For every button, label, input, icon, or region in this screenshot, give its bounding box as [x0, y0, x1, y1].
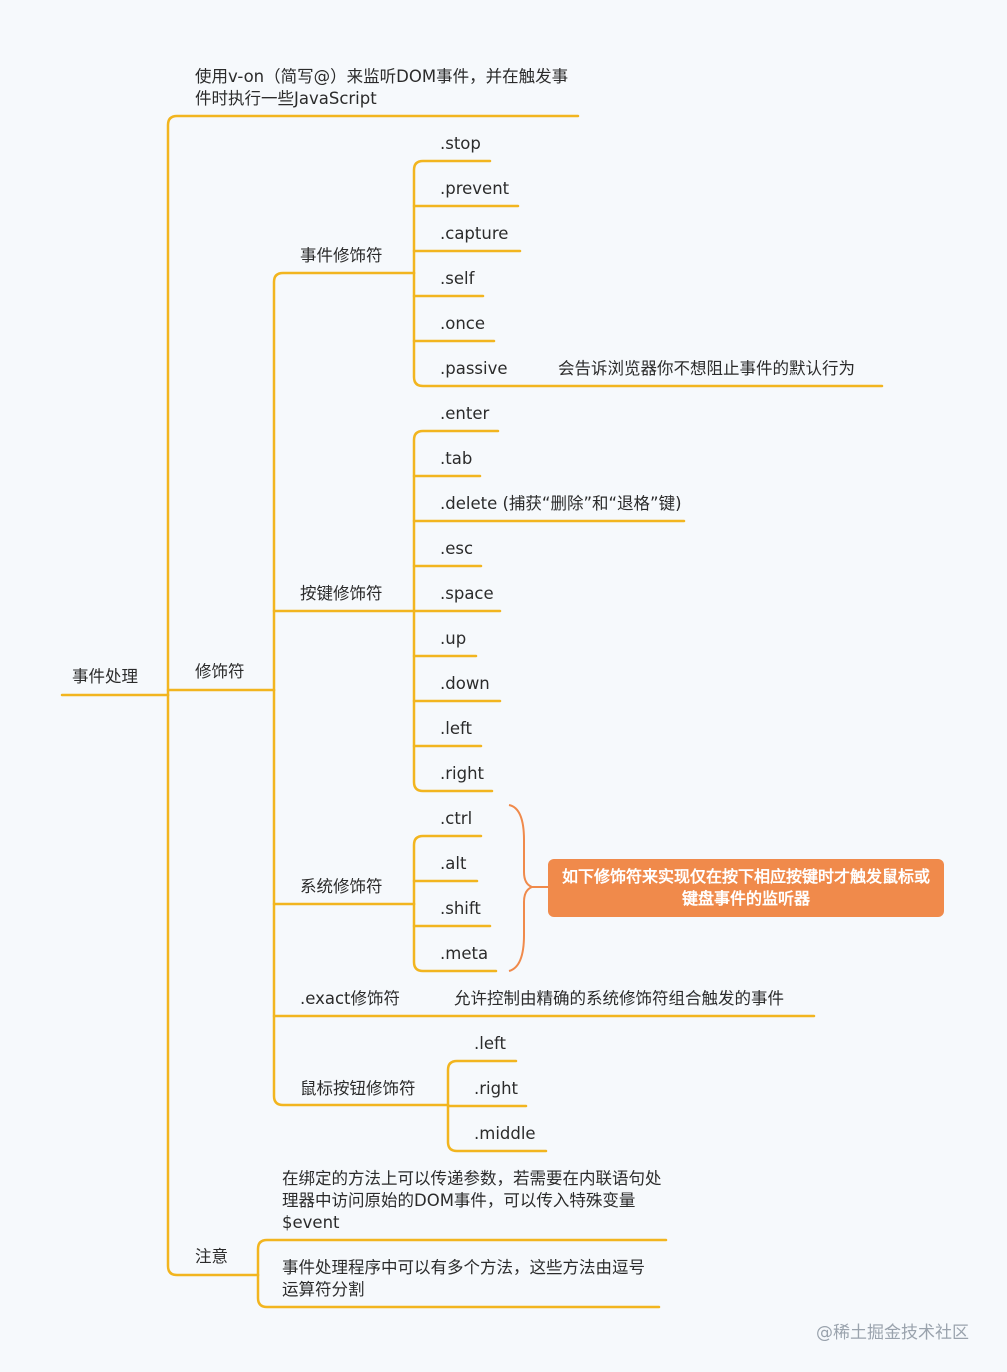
- event-item: .passive: [440, 359, 508, 378]
- key-item: .down: [440, 674, 490, 693]
- system-item: .ctrl: [440, 809, 473, 828]
- event-modifiers-node: 事件修饰符: [300, 246, 383, 265]
- system-callout: 如下修饰符来实现仅在按下相应按键时才触发鼠标或键盘事件的监听器: [548, 859, 944, 917]
- key-item: .right: [440, 764, 485, 783]
- key-item: .space: [440, 584, 494, 603]
- system-item: .alt: [440, 854, 467, 873]
- key-item: .up: [440, 629, 467, 648]
- root-node: 事件处理: [72, 667, 138, 686]
- event-item: .stop: [440, 134, 481, 153]
- event-item: .once: [440, 314, 486, 333]
- exact-note: 允许控制由精确的系统修饰符组合触发的事件: [454, 989, 784, 1008]
- passive-note: 会告诉浏览器你不想阻止事件的默认行为: [558, 359, 855, 378]
- exact-modifier-node: .exact修饰符: [300, 989, 401, 1008]
- note-item: 在绑定的方法上可以传递参数，若需要在内联语句处理器中访问原始的DOM事件，可以传…: [282, 1169, 662, 1232]
- event-item: .capture: [440, 224, 509, 243]
- system-item: .meta: [440, 944, 489, 963]
- event-item: .self: [440, 269, 475, 288]
- key-item: .esc: [440, 539, 474, 558]
- mouse-item: .right: [474, 1079, 519, 1098]
- brace: [508, 804, 535, 972]
- watermark: @稀土掘金技术社区: [816, 1323, 969, 1343]
- system-modifiers-node: 系统修饰符: [300, 877, 383, 896]
- key-item: .delete (捕获“删除”和“退格”键): [440, 494, 682, 513]
- notes-node: 注意: [195, 1247, 228, 1266]
- modifiers-node: 修饰符: [195, 662, 245, 681]
- key-item: .left: [440, 719, 472, 738]
- key-modifiers-node: 按键修饰符: [300, 584, 383, 603]
- intro-node: 使用v-on（简写@）来监听DOM事件，并在触发事件时执行一些JavaScrip…: [195, 67, 569, 108]
- system-item: .shift: [440, 899, 481, 918]
- mouse-item: .middle: [474, 1124, 536, 1143]
- mouse-item: .left: [474, 1034, 506, 1053]
- key-item: .tab: [440, 449, 473, 468]
- key-item: .enter: [440, 404, 490, 423]
- event-item: .prevent: [440, 179, 510, 198]
- mouse-modifiers-node: 鼠标按钮修饰符: [300, 1079, 416, 1098]
- note-item: 事件处理程序中可以有多个方法，这些方法由逗号运算符分割: [282, 1258, 645, 1299]
